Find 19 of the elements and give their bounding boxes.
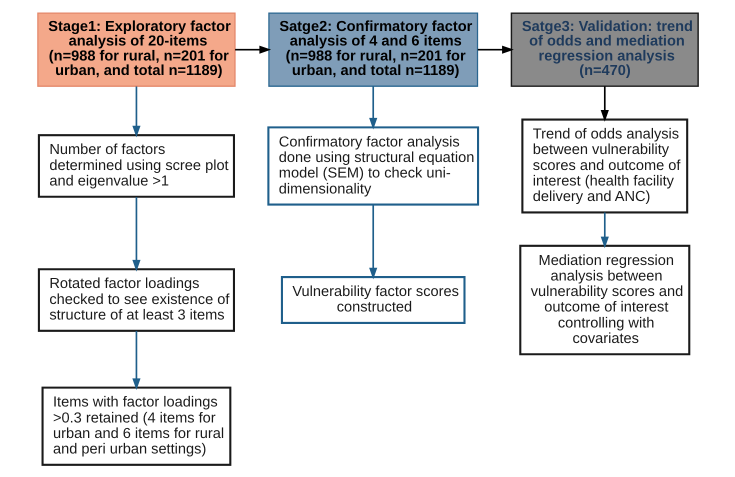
- arrow: [368, 204, 377, 279]
- arrow: [368, 86, 377, 130]
- arrow: [600, 86, 608, 122]
- node-box: Vulnerability factor scores constructed: [280, 276, 466, 324]
- arrow: [234, 45, 271, 54]
- node-box: Number of factors determined using scree plot and eigenvalue >1: [37, 134, 234, 198]
- arrow: [132, 196, 140, 272]
- arrow: [477, 45, 514, 54]
- arrow: [132, 86, 140, 137]
- node-box: Rotated factor loadings checked to see existence of structure of at least 3 items: [37, 268, 234, 332]
- arrow: [600, 212, 608, 248]
- node-box: Confirmatory factor analysis done using structural equation model (SEM) to check uni-dimensionality: [266, 126, 479, 206]
- node-box: Satge3: Validation: trend of odds and mediation regression analysis (n=470): [510, 12, 698, 86]
- node-box: Mediation regression analysis between vulnerability scores and outcome of interest controlling with covariates: [518, 244, 690, 355]
- node-box: Trend of odds analysis between vulnerability scores and outcome of interest (health facility delivery and ANC): [520, 118, 688, 213]
- arrow: [132, 330, 140, 390]
- node-box: Satge2: Confirmatory factor analysis of 4 and 6 items (n=988 for rural, n=201 for urban, and total n=1189): [268, 12, 478, 86]
- node-box: Stage1: Exploratory factor analysis of 20-items (n=988 for rural, n=201 for urban, and total n=1189): [36, 12, 236, 86]
- node-box: Items with factor loadings >0.3 retained (4 items for urban and 6 items for rural and peri urban settings): [41, 386, 231, 466]
